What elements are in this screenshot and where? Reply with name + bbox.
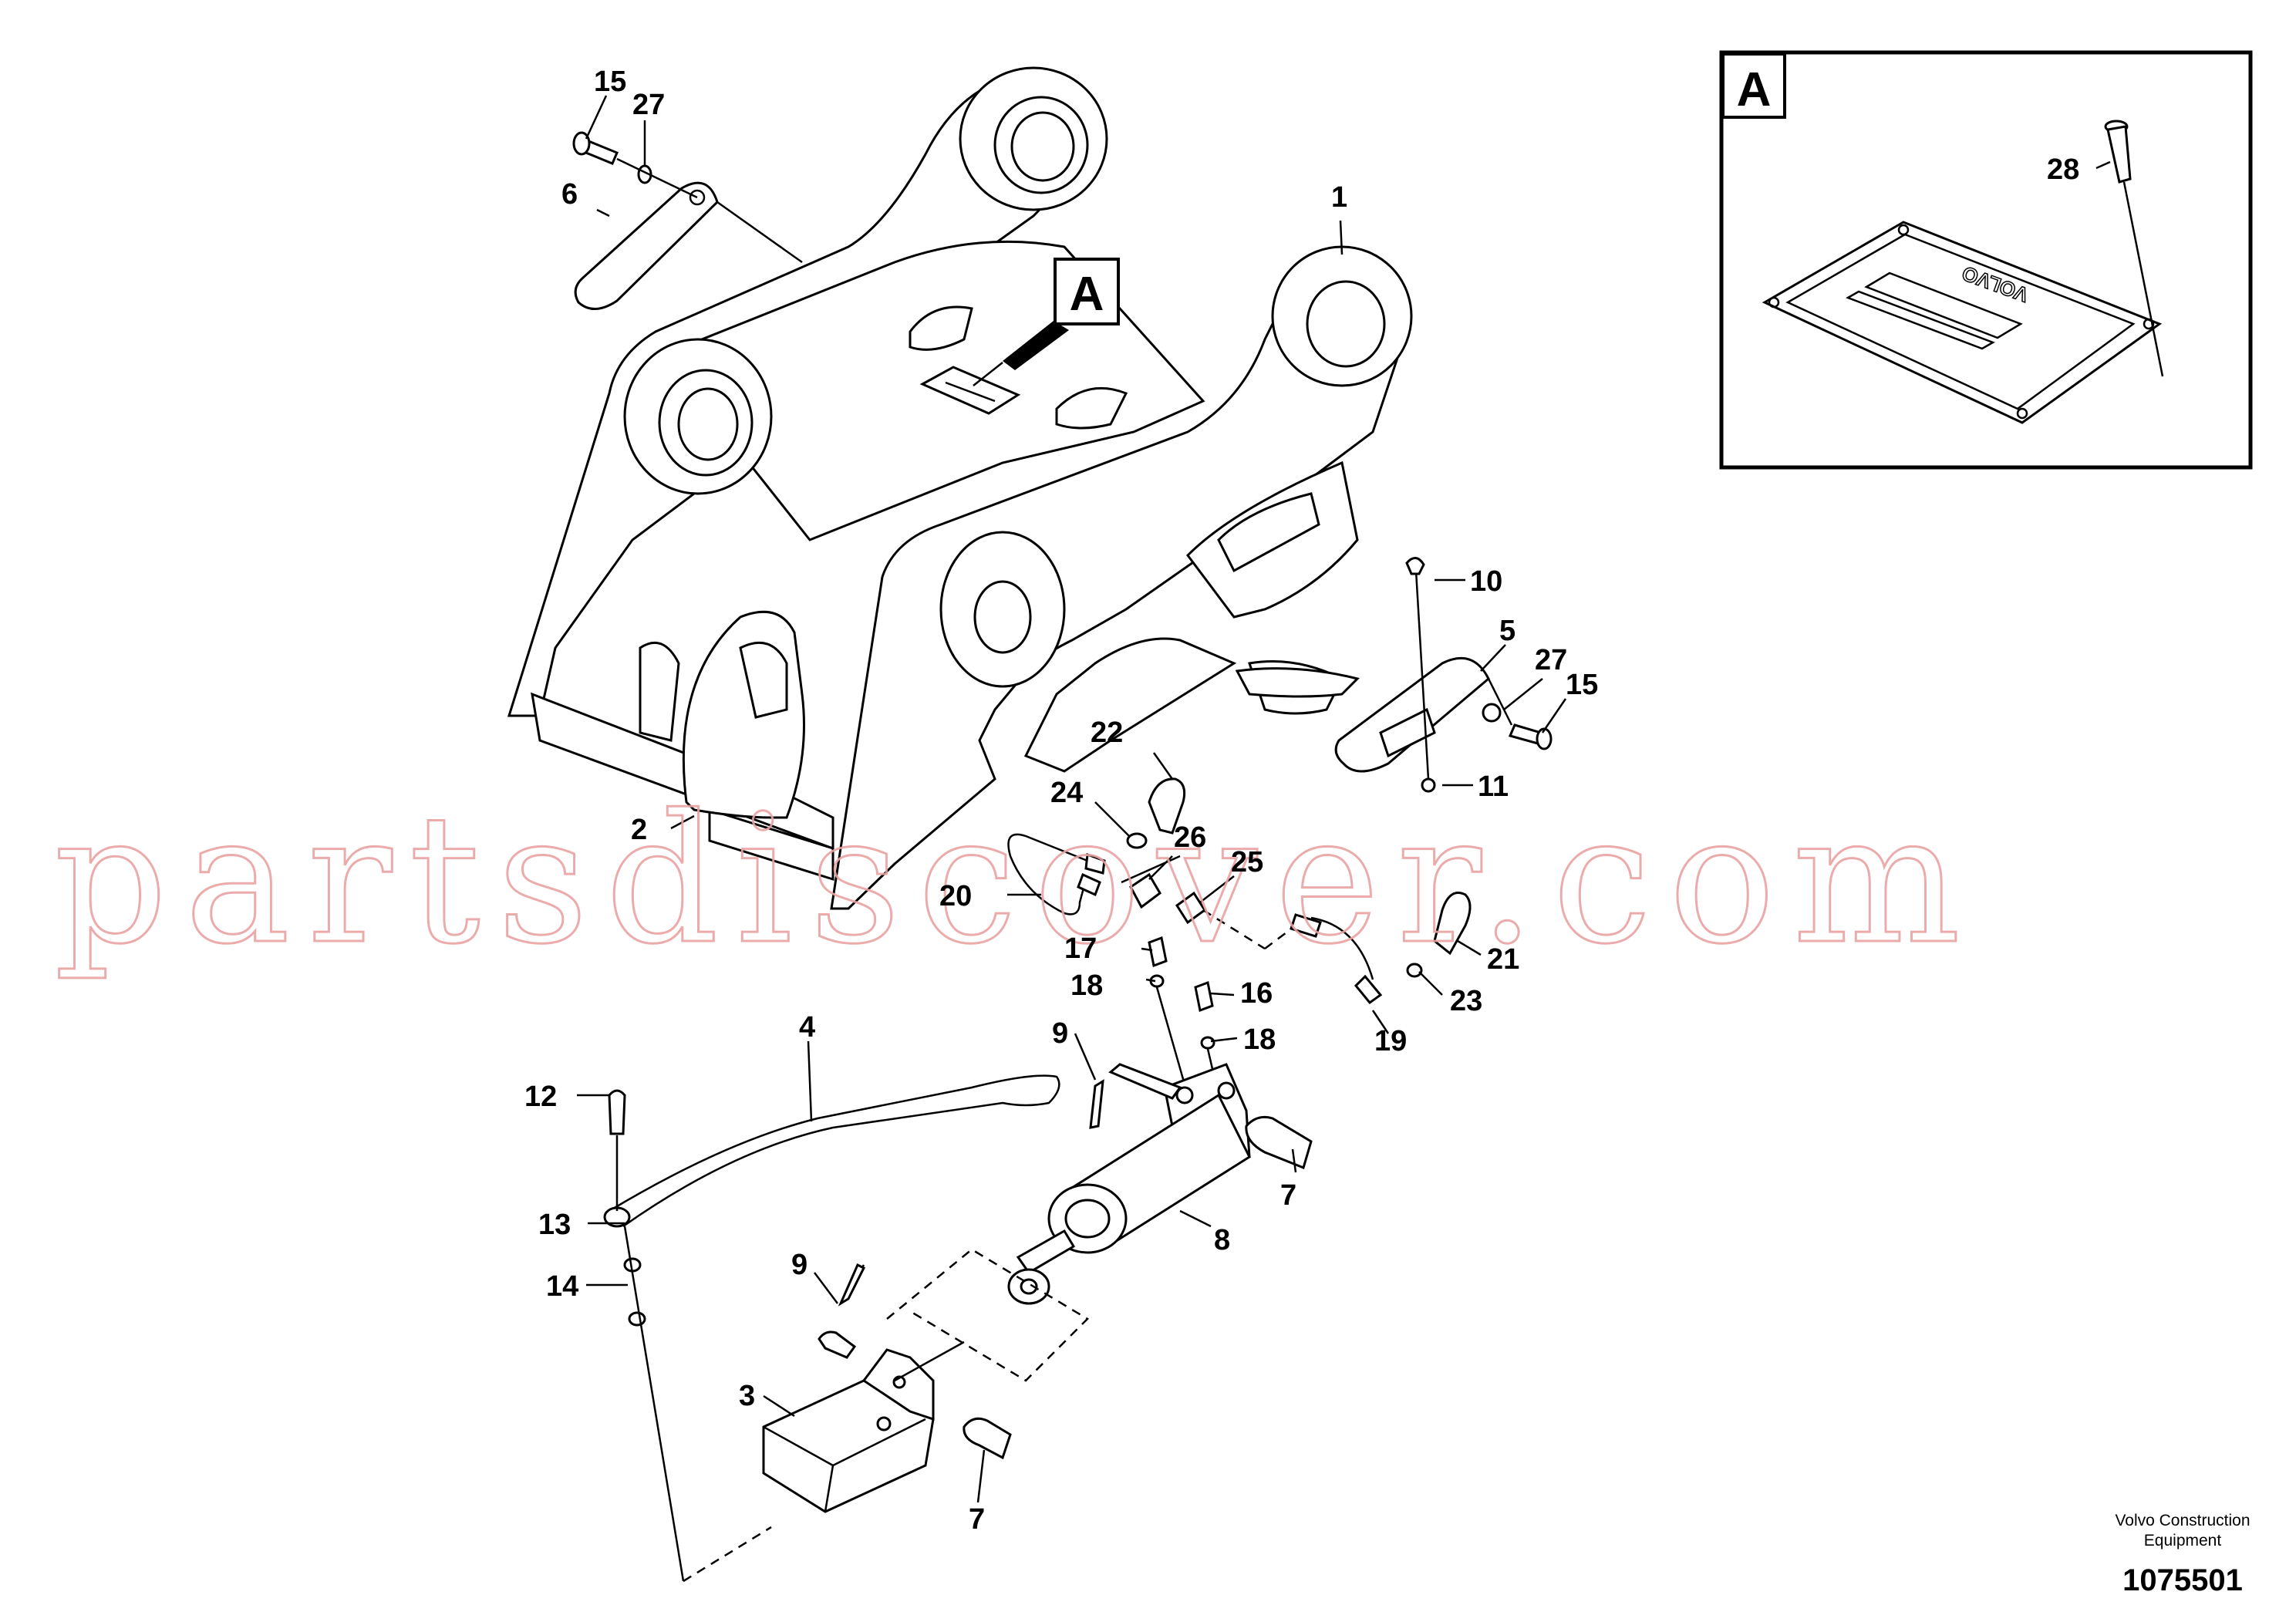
callout-27-top: 27 <box>632 89 665 121</box>
leader-28 <box>2095 160 2111 170</box>
callout-27-right: 27 <box>1535 644 1567 676</box>
callout-2: 2 <box>631 814 647 846</box>
pin-boss-top-right <box>1271 245 1413 387</box>
callout-23: 23 <box>1450 985 1482 1017</box>
callout-11: 11 <box>1478 771 1509 803</box>
guard-plate-left <box>572 131 803 310</box>
callout-28: 28 <box>2047 153 2079 186</box>
detail-view-a: A VOLVO <box>1719 50 2253 470</box>
leader-lines <box>577 95 1567 1503</box>
callout-17: 17 <box>1064 932 1097 965</box>
callout-18-right: 18 <box>1243 1023 1276 1056</box>
callout-14: 14 <box>546 1270 578 1303</box>
callout-26: 26 <box>1174 821 1206 854</box>
pin-boss-mid-left <box>623 338 773 495</box>
callout-3: 3 <box>739 1380 755 1412</box>
callout-6: 6 <box>561 178 578 211</box>
callout-7-upper: 7 <box>1280 1179 1296 1212</box>
rivet <box>2104 120 2164 377</box>
callout-13: 13 <box>538 1209 571 1241</box>
callout-24: 24 <box>1050 777 1083 809</box>
lock-cylinder <box>1007 1063 1313 1305</box>
manufacturer-line-1: Volvo Construction <box>2115 1512 2250 1529</box>
callout-9-lower: 9 <box>791 1249 807 1281</box>
manufacturer-block: Volvo Construction Equipment 1075501 <box>2115 1512 2250 1597</box>
callout-10: 10 <box>1470 565 1502 598</box>
name-plate: VOLVO <box>1762 221 2163 424</box>
callout-15-right: 15 <box>1566 669 1598 701</box>
coupler-frame <box>507 66 1413 910</box>
section-ref-label: A <box>1070 268 1104 321</box>
pin-boss-lower-right <box>939 531 1066 688</box>
callout-9-upper: 9 <box>1052 1017 1068 1050</box>
callout-21: 21 <box>1487 943 1519 976</box>
section-ref-a: A <box>973 258 1120 386</box>
callout-19: 19 <box>1374 1025 1407 1057</box>
release-rod <box>603 1074 1060 1582</box>
callout-22: 22 <box>1091 717 1123 749</box>
document-number: 1075501 <box>2122 1563 2243 1597</box>
guard-plate-right <box>1235 557 1553 793</box>
callout-8: 8 <box>1214 1224 1230 1256</box>
callout-20: 20 <box>939 880 972 912</box>
hydraulic-hoses <box>1007 777 1472 1096</box>
callout-4: 4 <box>799 1011 815 1044</box>
lock-block <box>683 1248 1090 1583</box>
callout-1: 1 <box>1331 181 1347 214</box>
callout-15-top: 15 <box>594 66 626 98</box>
callout-7-lower: 7 <box>969 1503 985 1536</box>
callout-12: 12 <box>524 1081 557 1113</box>
watermark: partsdiscover.com <box>54 777 1977 983</box>
callout-18-left: 18 <box>1070 969 1103 1002</box>
callout-25: 25 <box>1231 846 1263 878</box>
pin-boss-top-left <box>959 66 1108 211</box>
callout-16: 16 <box>1240 977 1273 1010</box>
callout-labels: 15 27 6 1 10 5 27 15 11 22 24 26 25 20 1… <box>524 66 2079 1536</box>
hook-latch <box>639 610 805 819</box>
manufacturer-line-2: Equipment <box>2144 1532 2222 1549</box>
detail-label: A <box>1737 63 1772 116</box>
detail-label-box <box>1721 52 1786 119</box>
callout-5: 5 <box>1499 615 1515 647</box>
